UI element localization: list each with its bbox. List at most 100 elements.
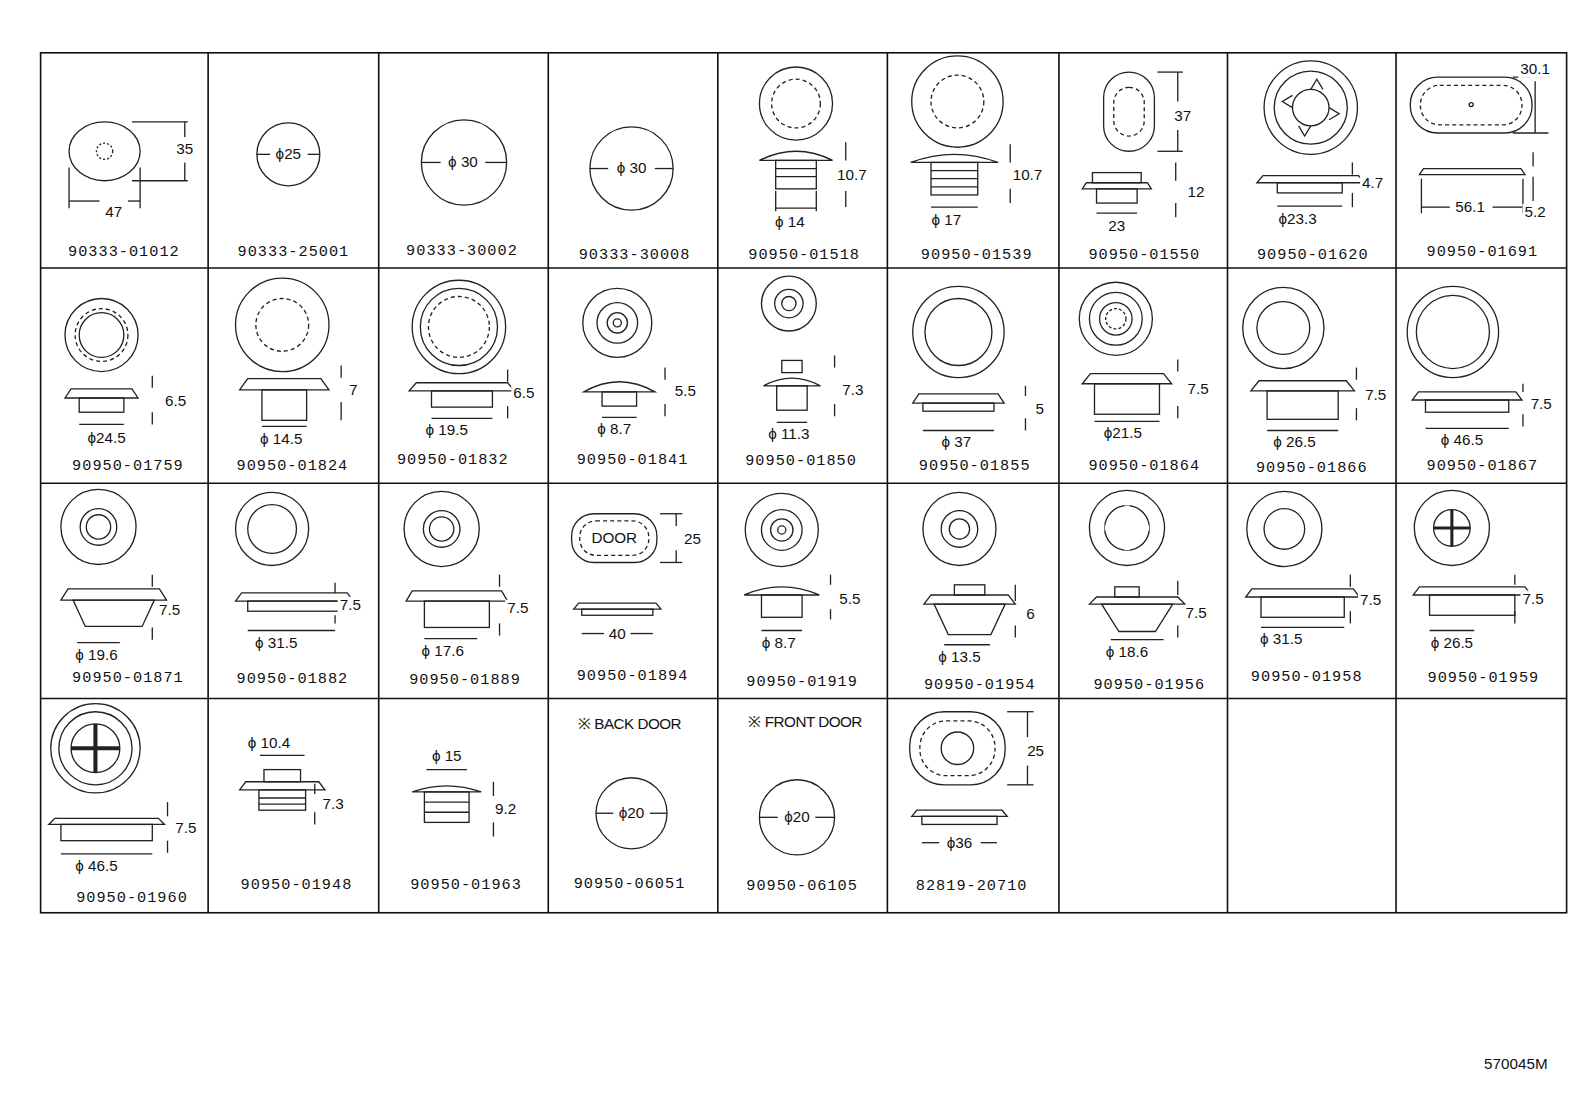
part-number: 90950-01889 [407, 673, 523, 690]
dimension: 47 [103, 204, 124, 221]
dimension: 7.3 [840, 381, 865, 398]
dimension: ϕ20 [617, 805, 647, 822]
part-number: 90950-01855 [917, 459, 1033, 476]
plug-marking: DOOR [589, 530, 639, 547]
part-number: 90950-01882 [235, 672, 351, 689]
dimension: ϕ24.5 [85, 430, 127, 447]
part-number: 90333-25001 [236, 244, 352, 261]
dimension: 6.5 [511, 385, 536, 402]
dimension: 25 [1025, 743, 1046, 760]
dimension: 7.5 [1185, 380, 1210, 397]
part-number: 90950-01824 [235, 459, 351, 476]
part-number: 90950-01956 [1091, 678, 1207, 695]
part-number: 90950-01871 [70, 671, 186, 688]
dimension: 56.1 [1453, 199, 1487, 216]
dimension: 7.5 [505, 600, 530, 617]
dimension: 6 [1024, 606, 1037, 623]
part-number: 90950-06105 [744, 879, 860, 896]
dimension: ϕ 30 [615, 160, 649, 177]
dimension: 7.5 [157, 602, 182, 619]
dimension: ϕ 26.5 [1271, 434, 1317, 451]
dimension: ϕ 8.7 [760, 634, 798, 651]
part-number: 90950-01691 [1424, 244, 1540, 261]
part-number: 90950-01919 [744, 675, 860, 692]
dimension: 7.3 [320, 796, 345, 813]
dimension: 25 [682, 531, 703, 548]
dimension: ϕ 14.5 [258, 431, 304, 448]
dimension: 5 [1033, 401, 1046, 418]
dimension: ϕ 11.3 [766, 426, 811, 443]
dimension: ϕ23.3 [1276, 211, 1318, 228]
dimension: ϕ 17 [929, 212, 963, 229]
dimension: 37 [1172, 107, 1193, 124]
part-number: 90333-30008 [577, 247, 693, 264]
part-number: 90950-06051 [572, 877, 688, 894]
dimension: 7.5 [1358, 592, 1383, 609]
dimension: ϕ 10.4 [246, 735, 292, 752]
dimension: 10.7 [1011, 167, 1045, 184]
part-number: 90333-30002 [404, 243, 520, 260]
dimension: ϕ 19.6 [73, 646, 119, 663]
part-number: 90950-01850 [743, 454, 859, 471]
part-number: 90950-01518 [746, 247, 862, 264]
part-number: 90950-01620 [1255, 247, 1371, 264]
part-number: 90950-01960 [74, 891, 190, 908]
part-number: 90950-01539 [919, 247, 1035, 264]
part-number: 90950-01550 [1086, 247, 1202, 264]
dimension: 5.2 [1523, 204, 1548, 221]
dimension: ϕ25 [274, 146, 304, 163]
dimension: ϕ21.5 [1102, 425, 1144, 442]
dimension: ϕ 17.6 [419, 642, 465, 659]
dimension: ϕ20 [782, 809, 812, 826]
dimension: 7.5 [1363, 387, 1388, 404]
part-number: 90950-01759 [70, 459, 186, 476]
part-number: 90950-01958 [1249, 670, 1365, 687]
table-grid [41, 53, 1567, 913]
part-number: 90950-01963 [408, 878, 524, 895]
part-number: 90950-01866 [1254, 461, 1370, 478]
dimension: ϕ 14 [773, 214, 807, 231]
dimension: 7 [347, 381, 360, 398]
usage-note: ※ BACK DOOR [576, 716, 683, 733]
dimension: 12 [1186, 184, 1207, 201]
dimension: 7.5 [338, 597, 363, 614]
dimension: 7.5 [173, 820, 198, 837]
dimension: ϕ 18.6 [1104, 643, 1150, 660]
dimension: ϕ 13.5 [936, 649, 982, 666]
part-number: 90950-01832 [395, 453, 511, 470]
dimension: 5.5 [673, 383, 698, 400]
dimension: 23 [1106, 218, 1127, 235]
dimension: 7.5 [1520, 591, 1545, 608]
dimension: 40 [607, 626, 628, 643]
dimension: ϕ 31.5 [253, 634, 299, 651]
dimension: 7.5 [1183, 605, 1208, 622]
part-number: 90950-01959 [1425, 671, 1541, 688]
part-number: 82819-20710 [914, 879, 1030, 896]
dimension: 9.2 [493, 801, 518, 818]
dimension: 4.7 [1360, 174, 1385, 191]
part-number: 90950-01864 [1086, 459, 1202, 476]
dimension: ϕ 31.5 [1258, 631, 1304, 648]
dimension: 5.5 [837, 591, 862, 608]
part-number: 90950-01894 [575, 669, 691, 686]
part-number: 90950-01954 [922, 678, 1038, 695]
figure-id: 570045M [1482, 1056, 1550, 1073]
dimension: 6.5 [163, 393, 188, 410]
dimension: 10.7 [835, 167, 869, 184]
dimension: ϕ 46.5 [1439, 432, 1485, 449]
dimension: ϕ 26.5 [1429, 634, 1475, 651]
dimension: ϕ36 [945, 834, 975, 851]
part-number: 90333-01012 [66, 244, 182, 261]
dimension: ϕ 15 [430, 748, 464, 765]
part-number: 90950-01841 [575, 453, 691, 470]
dimension: 30.1 [1518, 61, 1552, 78]
dimension: ϕ 46.5 [73, 858, 119, 875]
dimension: ϕ 37 [940, 434, 974, 451]
part-number: 90950-01867 [1424, 459, 1540, 476]
dimension: ϕ 19.5 [423, 422, 469, 439]
dimension: ϕ 30 [446, 154, 480, 171]
part-number: 90950-01948 [239, 878, 355, 895]
dimension: 35 [174, 141, 195, 158]
usage-note: ※ FRONT DOOR [746, 714, 864, 731]
